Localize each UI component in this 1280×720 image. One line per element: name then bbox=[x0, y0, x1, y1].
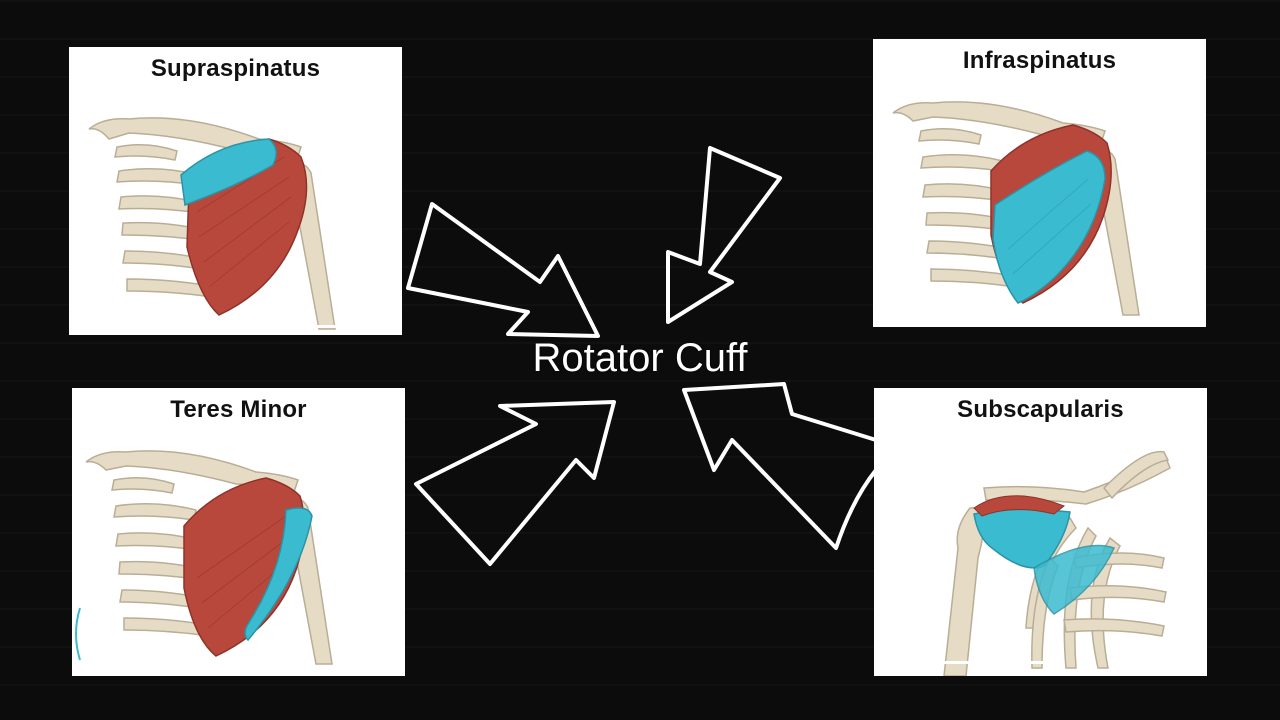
infraspinatus-illustration bbox=[892, 101, 1140, 316]
scale-mark bbox=[317, 666, 337, 669]
subscapularis-title: Subscapularis bbox=[957, 396, 1124, 423]
teres-minor-illustration bbox=[85, 450, 333, 665]
subscapularis-card: Subscapularis bbox=[874, 388, 1207, 676]
scale-mark bbox=[1118, 317, 1138, 320]
partial-circle-icon bbox=[75, 607, 81, 661]
subscapularis-illustration bbox=[943, 450, 1171, 676]
arrow-from-subscapularis bbox=[682, 382, 878, 550]
scale-mark bbox=[314, 325, 338, 328]
arrow-from-supraspinatus bbox=[406, 202, 600, 338]
arrow-from-infraspinatus bbox=[666, 146, 782, 324]
supraspinatus-card: Supraspinatus bbox=[69, 47, 402, 335]
supraspinatus-illustration bbox=[88, 117, 336, 330]
infraspinatus-card: Infraspinatus bbox=[873, 39, 1206, 327]
center-label: Rotator Cuff bbox=[532, 336, 748, 380]
infraspinatus-title: Infraspinatus bbox=[962, 47, 1117, 74]
teres-minor-title: Teres Minor bbox=[170, 396, 307, 423]
teres-minor-card: Teres Minor bbox=[72, 388, 405, 676]
supraspinatus-title: Supraspinatus bbox=[150, 55, 321, 82]
scale-mark bbox=[940, 661, 1058, 664]
arrow-from-teres-minor bbox=[414, 400, 616, 566]
